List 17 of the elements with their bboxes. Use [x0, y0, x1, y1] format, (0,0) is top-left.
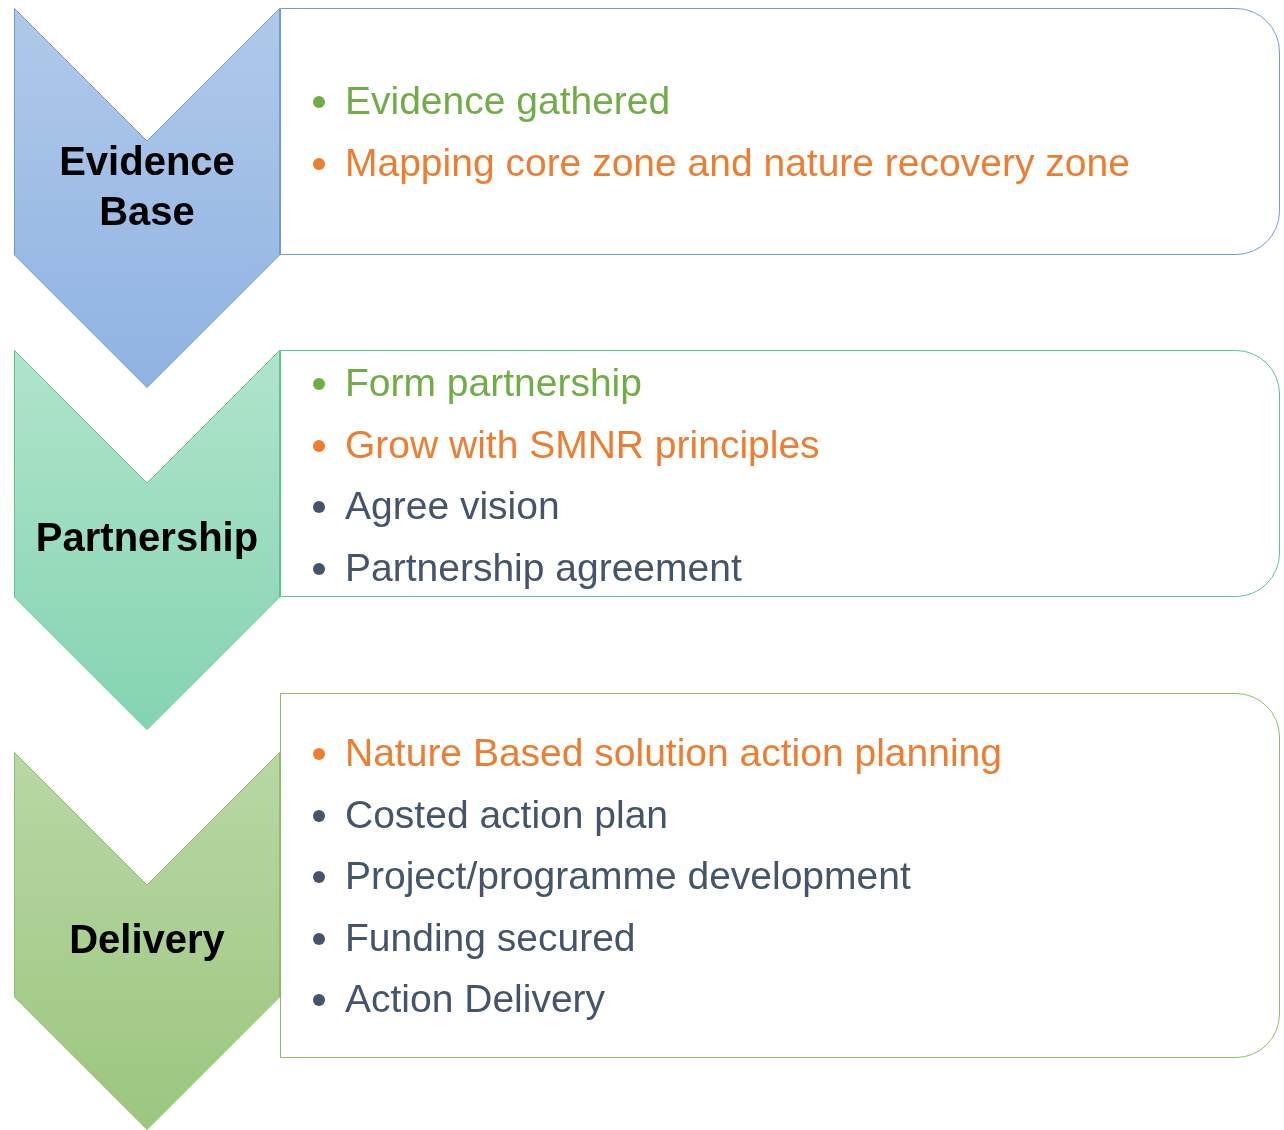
bullet-text: Agree vision [345, 483, 560, 529]
stage-title: Evidence Base [58, 138, 236, 235]
bullet-text: Grow with SMNR principles [345, 421, 820, 468]
stage-title: Delivery [68, 916, 226, 963]
bullet-text: Action Delivery [345, 976, 606, 1022]
stage-title: Partnership [34, 514, 260, 561]
bullet-text: Evidence gathered [345, 78, 671, 124]
content-panel [280, 350, 1280, 597]
bullet-text: Project/programme development [345, 853, 911, 899]
bullet-text: Funding secured [345, 914, 636, 961]
bullet-text: Mapping core zone and nature recovery zone [345, 139, 1130, 186]
content-panel [280, 8, 1280, 255]
bullet-text: Costed action plan [345, 791, 669, 838]
bullet-text: Partnership agreement [345, 544, 742, 591]
content-panel [280, 693, 1280, 1058]
bullet-text: Form partnership [345, 360, 642, 406]
bullet-text: Nature Based solution action planning [345, 730, 1002, 776]
